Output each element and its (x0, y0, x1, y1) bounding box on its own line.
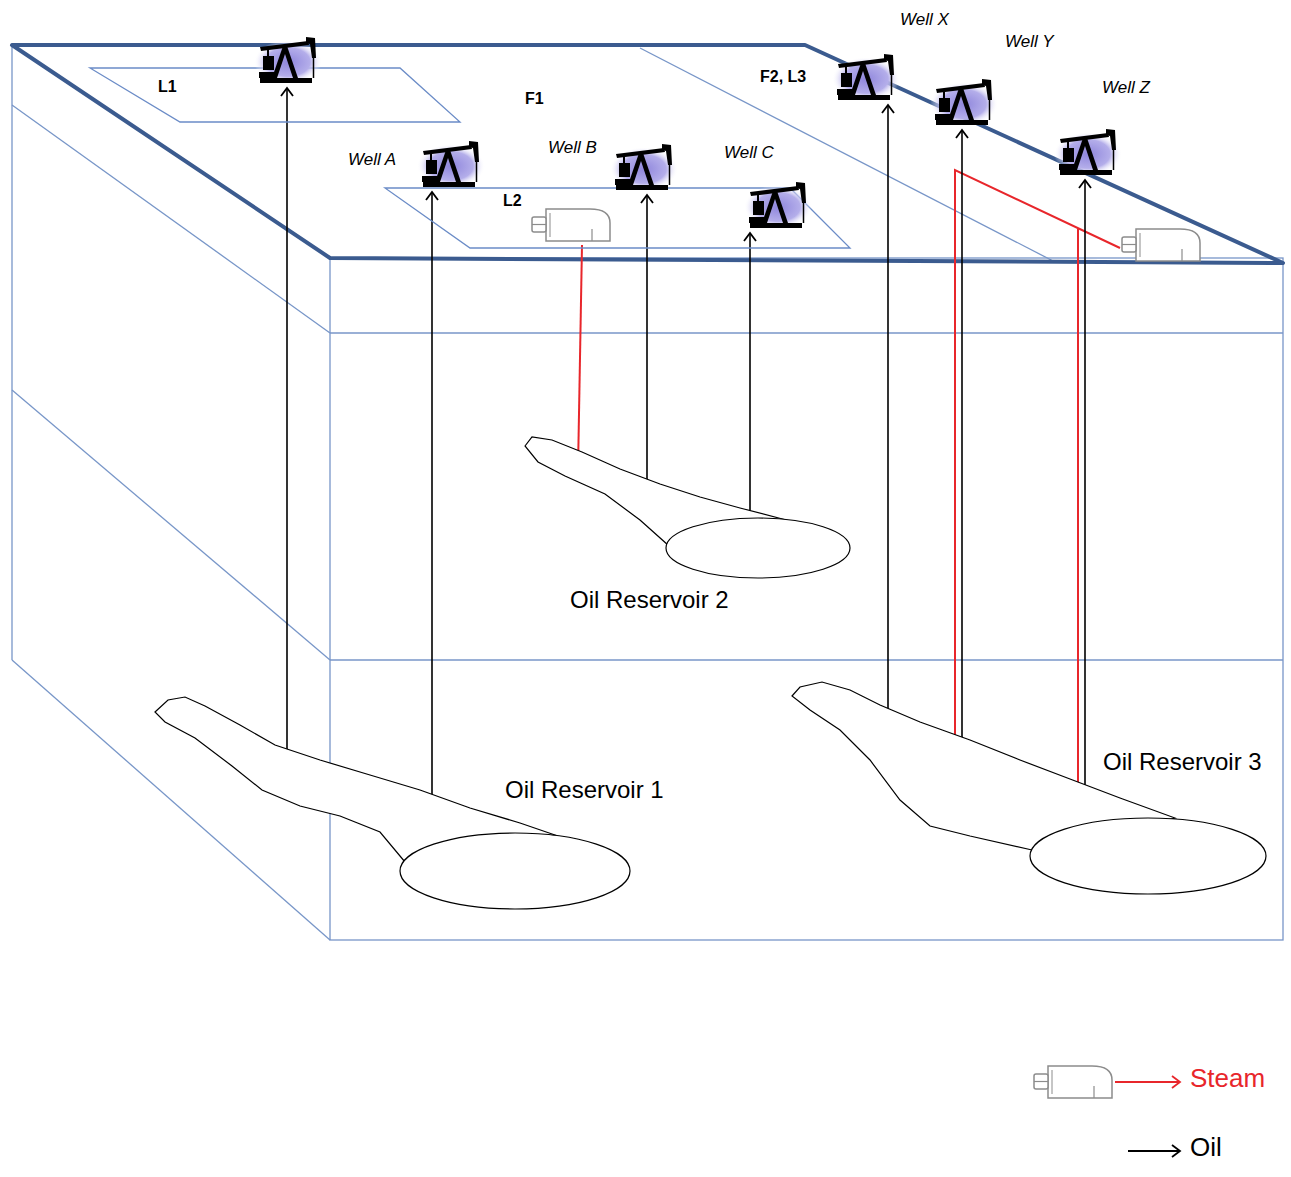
lease-label: L2 (503, 192, 522, 210)
steam-legend-text: Steam (1190, 1064, 1265, 1094)
lease-label: L1 (158, 78, 177, 96)
oil-reservoir-shape (785, 675, 1285, 900)
well-label: Well Y (1005, 32, 1054, 52)
oil-legend-text: Oil (1190, 1133, 1222, 1163)
well: Well A (415, 132, 485, 192)
well-label: Well A (348, 150, 396, 170)
reservoir-label: Oil Reservoir 2 (570, 586, 729, 614)
oil-reservoir: Oil Reservoir 2 (515, 430, 855, 620)
well-shape (1052, 120, 1122, 180)
field-label: F2, L3 (760, 68, 806, 86)
well-shape (415, 132, 485, 192)
well-label: Well Z (1102, 78, 1150, 98)
reservoir-label: Oil Reservoir 3 (1103, 748, 1262, 776)
well: Well B (608, 135, 678, 195)
oil-flow-arrow (1084, 180, 1086, 820)
pump-jack-icon (417, 141, 485, 188)
pump-jack-icon (1054, 129, 1122, 176)
reservoir-pool (1030, 818, 1266, 894)
oil-legend-sample (1128, 1151, 1180, 1152)
reservoir-pool (666, 518, 850, 578)
pump-jack-icon (832, 54, 900, 101)
well: Well X (830, 45, 900, 105)
lease-boundary (90, 68, 460, 122)
well: Well C (742, 173, 812, 233)
oil-reservoir: Oil Reservoir 1 (145, 680, 685, 915)
field-label: F1 (525, 90, 544, 108)
pump-jack-icon (610, 144, 678, 191)
well-label: Well X (900, 10, 949, 30)
pump-jack-icon (930, 79, 998, 126)
lease-outline-shape (88, 64, 464, 126)
well: Well Y (928, 70, 998, 130)
well-shape (608, 135, 678, 195)
pump-jack-icon (744, 182, 812, 229)
well: Well Z (1052, 120, 1122, 180)
oil-flow-arrow (431, 192, 433, 820)
well-shape (928, 70, 998, 130)
well-label: Well C (724, 143, 774, 163)
oil-reservoir: Oil Reservoir 3 (785, 675, 1285, 900)
well-shape (742, 173, 812, 233)
pump-jack-icon (254, 37, 322, 84)
oil-flow-arrow (749, 233, 751, 525)
oil-flow-arrow (646, 195, 648, 500)
oil-flow-arrow (961, 130, 963, 780)
lease-outline: L1 (88, 64, 464, 126)
reservoir-pool (400, 833, 630, 909)
oil-flow-arrow (887, 105, 889, 745)
well-label: Well B (548, 138, 597, 158)
steam-legend-sample (1034, 1066, 1180, 1098)
well-shape (830, 45, 900, 105)
reservoir-label: Oil Reservoir 1 (505, 776, 664, 804)
